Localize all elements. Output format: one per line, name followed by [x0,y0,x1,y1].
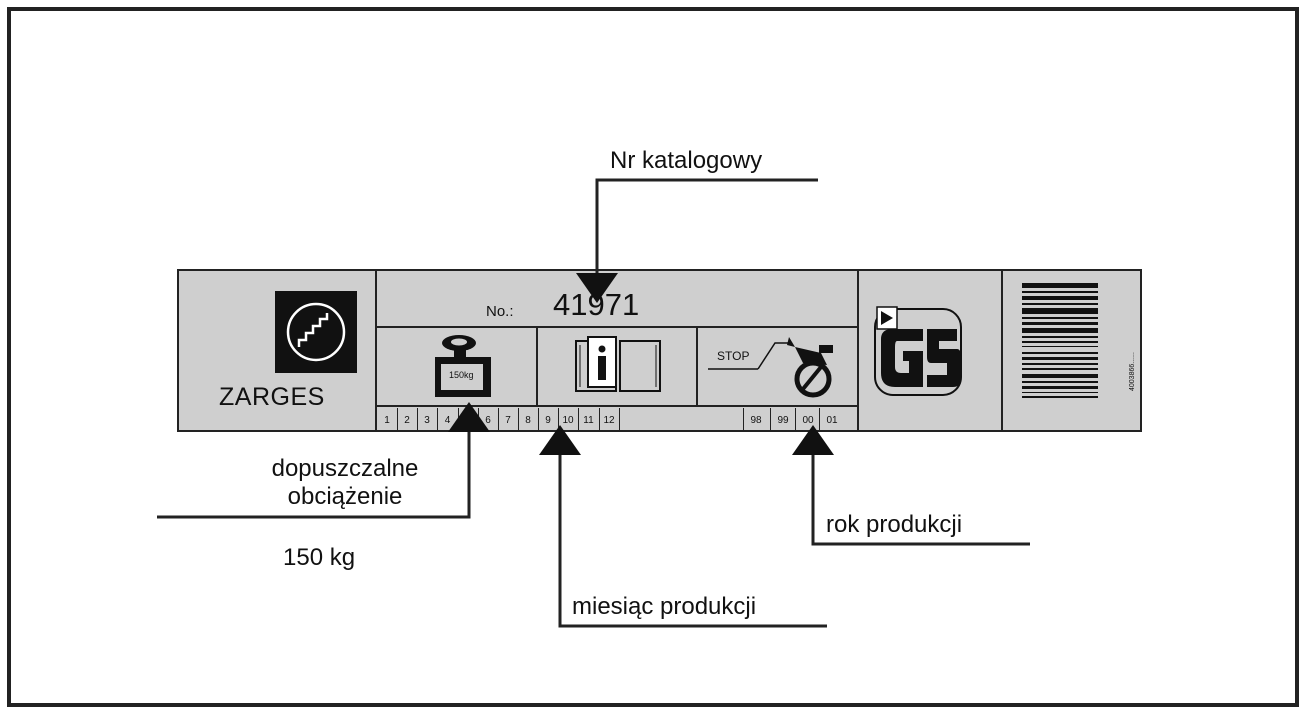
plate-divider [536,326,538,406]
plate-divider [375,405,859,407]
year-cell: 98 [750,414,762,426]
gs-mark-icon [874,306,962,396]
cell-divider [599,408,600,432]
month-callout: miesiąc produkcji [572,593,757,620]
year-cell: 00 [802,414,814,426]
cell-divider [417,408,418,432]
cell-divider [437,408,438,432]
month-cell: 12 [603,414,615,426]
month-cell: 1 [384,414,390,426]
weight-icon [435,335,491,397]
month-cell: 8 [525,414,531,426]
catalog-number-label: No.: [486,303,514,320]
cell-divider [770,408,771,432]
plate-divider [857,271,859,430]
cell-divider [743,408,744,432]
stop-label: STOP [717,349,750,363]
month-cell: 3 [424,414,430,426]
load-callout-line1: dopuszczalne [271,455,419,482]
month-cell: 10 [562,414,574,426]
brake-caster-icon [708,337,833,398]
cell-divider [538,408,539,432]
year-cell: 99 [777,414,789,426]
plate-divider [375,326,859,328]
year-cell: 01 [826,414,838,426]
plate-divider [696,326,698,406]
info-book-icon [575,336,661,392]
catalog-number-callout: Nr katalogowy [610,147,763,174]
weight-value-label: 150kg [449,370,474,380]
rating-plate: ZARGES No.: 41971 150kg STOP [177,269,1142,432]
cell-divider [558,408,559,432]
callout-arrows [157,178,1030,628]
month-cell: 7 [505,414,511,426]
cell-divider [795,408,796,432]
stairs-logo-icon [275,291,357,373]
month-cell: 9 [545,414,551,426]
load-callout-line2: obciążenie [287,483,403,510]
month-cell: 4 [444,414,451,426]
year-callout: rok produkcji [826,511,963,538]
cell-divider [518,408,519,432]
month-cell: 11 [583,414,594,426]
cell-divider [578,408,579,432]
plate-divider [375,271,377,430]
cell-divider [498,408,499,432]
barcode-icon [1022,283,1098,398]
cell-divider [819,408,820,432]
brand-name: ZARGES [219,383,325,411]
cell-divider [619,408,620,432]
load-value: 150 kg [283,544,356,571]
cell-divider [397,408,398,432]
plate-divider [1001,271,1003,430]
month-cell: 2 [404,414,410,426]
